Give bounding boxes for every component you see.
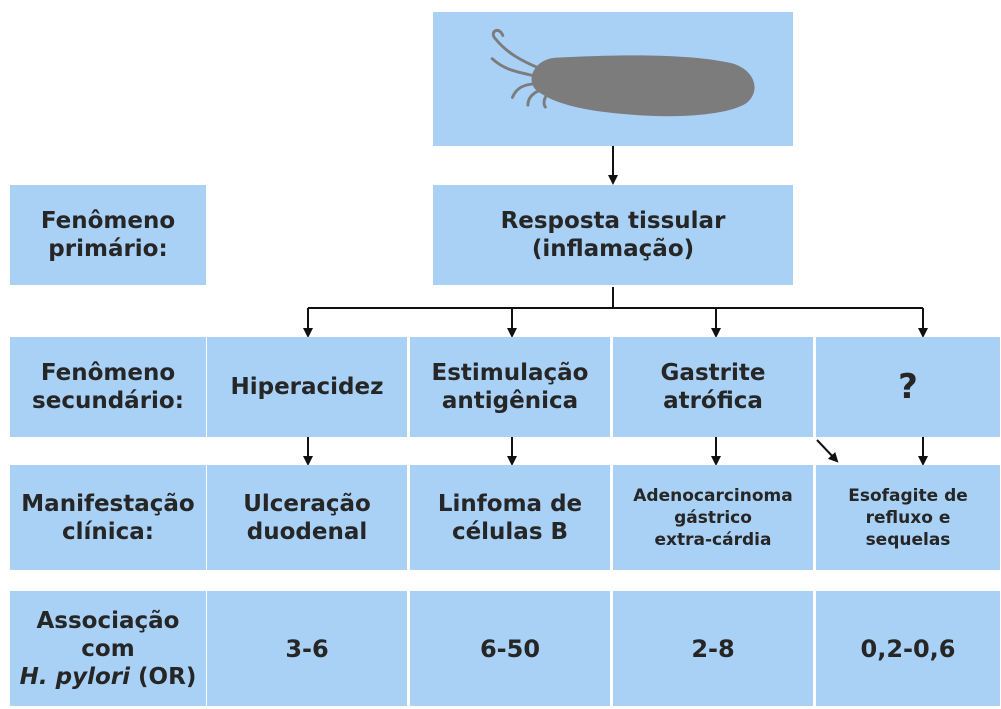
clinical-col4: Esofagite de refluxo e sequelas xyxy=(816,465,1000,570)
association-col2: 6-50 xyxy=(410,591,610,706)
clinical-col3: Adenocarcinoma gástrico extra-cárdia xyxy=(613,465,813,570)
secondary-col3: Gastrite atrófica xyxy=(613,337,813,437)
association-col3: 2-8 xyxy=(613,591,813,706)
arrow-col3-to-col4 xyxy=(817,440,835,459)
primary-response-box: Resposta tissular (inflamação) xyxy=(433,185,793,285)
association-line1: Associação xyxy=(20,607,197,635)
bacterium-illustration-box xyxy=(433,12,793,146)
label-secondary-phenomenon: Fenômeno secundário: xyxy=(10,337,206,437)
clinical-col1: Ulceração duodenal xyxy=(207,465,407,570)
label-association: Associação com H. pylori (OR) xyxy=(10,591,206,706)
association-col4: 0,2-0,6 xyxy=(816,591,1000,706)
association-col1: 3-6 xyxy=(207,591,407,706)
label-primary-phenomenon: Fenômeno primário: xyxy=(10,185,206,285)
bacterium-icon xyxy=(439,12,787,146)
secondary-col1: Hiperacidez xyxy=(207,337,407,437)
association-suffix: (OR) xyxy=(130,664,196,690)
association-line2: com xyxy=(20,635,197,663)
label-clinical-manifestation: Manifestação clínica: xyxy=(10,465,206,570)
secondary-col2: Estimulação antigênica xyxy=(410,337,610,437)
association-species: H. pylori xyxy=(20,664,130,690)
secondary-col4: ? xyxy=(816,337,1000,437)
clinical-col2: Linfoma de células B xyxy=(410,465,610,570)
